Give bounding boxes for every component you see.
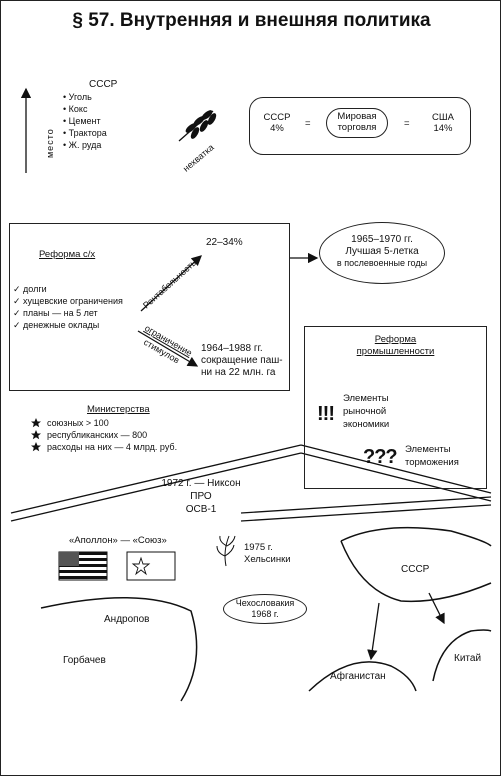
reduction-text: сокращение паш- xyxy=(201,355,283,366)
agri-reform-box xyxy=(9,223,290,391)
profit-value: 22–34% xyxy=(206,237,243,248)
page-title: § 57. Внутренняя и внешняя политика xyxy=(72,10,431,31)
world-trade-box xyxy=(249,97,471,155)
apollo-soyuz-label: «Аполлон» — «Союз» xyxy=(69,535,167,546)
list-item: ✓ долги xyxy=(13,284,47,294)
road-line xyxy=(240,504,492,522)
five-year-line1: Лучшая 5-летка xyxy=(345,246,419,257)
czech-year: 1968 г. xyxy=(251,609,279,619)
agri-reform-title: Реформа с/х xyxy=(39,249,96,260)
usa-flag-icon xyxy=(58,551,108,581)
resource-item: • Трактора xyxy=(63,128,107,138)
industry-title: Реформа xyxy=(374,334,417,345)
helsinki-year: 1975 г. xyxy=(244,542,273,553)
question-marks: ??? xyxy=(363,446,398,468)
road-line xyxy=(10,452,302,522)
braking-elements-2: торможения xyxy=(405,457,459,468)
resource-item: • Кокс xyxy=(63,104,88,114)
agri-reform-list: ✓ долги ✓ хущевские ограничения ✓ планы … xyxy=(13,283,123,331)
nixon-visit: 1972 г. — Никсон xyxy=(161,478,241,489)
market-elements: Элементы xyxy=(343,393,389,404)
exclamation-marks: !!! xyxy=(317,403,335,425)
road-line xyxy=(300,444,492,494)
wheat-icon xyxy=(178,110,217,142)
resource-list: • Уголь • Кокс • Цемент • Трактора • Ж. … xyxy=(63,91,107,151)
list-item: расходы на них — 4 млрд. руб. xyxy=(47,442,178,452)
ussr-flag-icon xyxy=(126,551,176,581)
industry-title-2: промышленности xyxy=(356,346,435,357)
abm-label: ПРО xyxy=(190,491,212,502)
andropov-label: Андропов xyxy=(104,614,150,625)
equals-sign: = xyxy=(404,118,410,129)
helsinki-place: Хельсинки xyxy=(244,554,291,565)
five-year-line2: в послевоенные годы xyxy=(336,258,428,268)
road-line xyxy=(300,452,492,502)
resource-item: • Ж. руда xyxy=(63,140,102,150)
china-label: Китай xyxy=(454,653,482,664)
czech-label: Чехословакия xyxy=(235,598,295,608)
braking-elements: Элементы xyxy=(405,444,451,455)
ussr-region-label: СССР xyxy=(401,564,430,575)
road-line xyxy=(240,496,492,514)
list-item: союзных > 100 xyxy=(47,418,109,428)
olive-branch-icon xyxy=(216,535,236,567)
market-elements-3: экономики xyxy=(343,419,390,430)
world-trade-oval xyxy=(326,108,388,138)
ussr-header: СССР xyxy=(89,79,118,90)
afghanistan-border xyxy=(308,661,417,692)
road-line xyxy=(10,444,302,514)
resource-item: • Уголь xyxy=(63,92,92,102)
gorbachev-label: Горбачев xyxy=(63,655,106,666)
reduction-years: 1964–1988 гг. xyxy=(201,343,263,354)
resource-item: • Цемент xyxy=(63,116,101,126)
reduction-text-2: ни на 22 млн. га xyxy=(201,367,276,378)
afghanistan-arrow xyxy=(367,602,380,661)
market-elements-2: рыночной xyxy=(343,406,387,417)
andropov-border xyxy=(40,596,198,702)
star-bullets xyxy=(31,418,41,452)
five-year-oval xyxy=(319,222,445,284)
rank-label: место xyxy=(45,128,55,158)
ministries-title: Министерства xyxy=(87,404,150,415)
list-item: ✓ хущевские ограничения xyxy=(13,296,123,306)
profit-arrow xyxy=(140,255,202,312)
china-arrow xyxy=(428,592,445,625)
industry-reform-box xyxy=(304,326,487,489)
salt-label: ОСВ-1 xyxy=(185,504,217,515)
limit-arrow xyxy=(137,330,199,367)
list-item: республиканских — 800 xyxy=(47,430,148,440)
list-item: ✓ денежные оклады xyxy=(13,320,100,330)
czech-oval xyxy=(223,594,307,624)
equals-sign: = xyxy=(305,118,311,129)
five-year-years: 1965–1970 гг. xyxy=(351,234,413,245)
china-border xyxy=(432,629,492,682)
list-item: ✓ планы — на 5 лет xyxy=(13,308,98,318)
afghanistan-label: Афганистан xyxy=(330,671,386,682)
ussr-border xyxy=(340,540,492,603)
ussr-border-top xyxy=(340,526,492,547)
ministries-list: союзных > 100 республиканских — 800 расх… xyxy=(47,417,177,453)
